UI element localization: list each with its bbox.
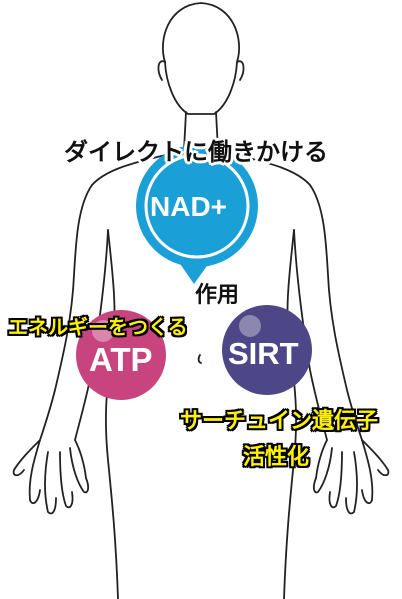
nad-bubble — [136, 145, 258, 284]
atp-label: ATP — [89, 341, 153, 378]
sirt-label: SIRT — [228, 336, 299, 371]
action-label: 作用 — [195, 283, 240, 308]
nad-label: NAD+ — [150, 191, 228, 222]
activation-label: 活性化 — [243, 445, 310, 470]
direct-action-label: ダイレクトに働きかける — [64, 138, 328, 166]
sirt-circle — [222, 305, 312, 395]
energy-label: エネルギーをつくる — [8, 315, 188, 339]
sirtuin-gene-label: サーチュイン遺伝子 — [180, 409, 379, 434]
atp-circle — [76, 310, 166, 400]
